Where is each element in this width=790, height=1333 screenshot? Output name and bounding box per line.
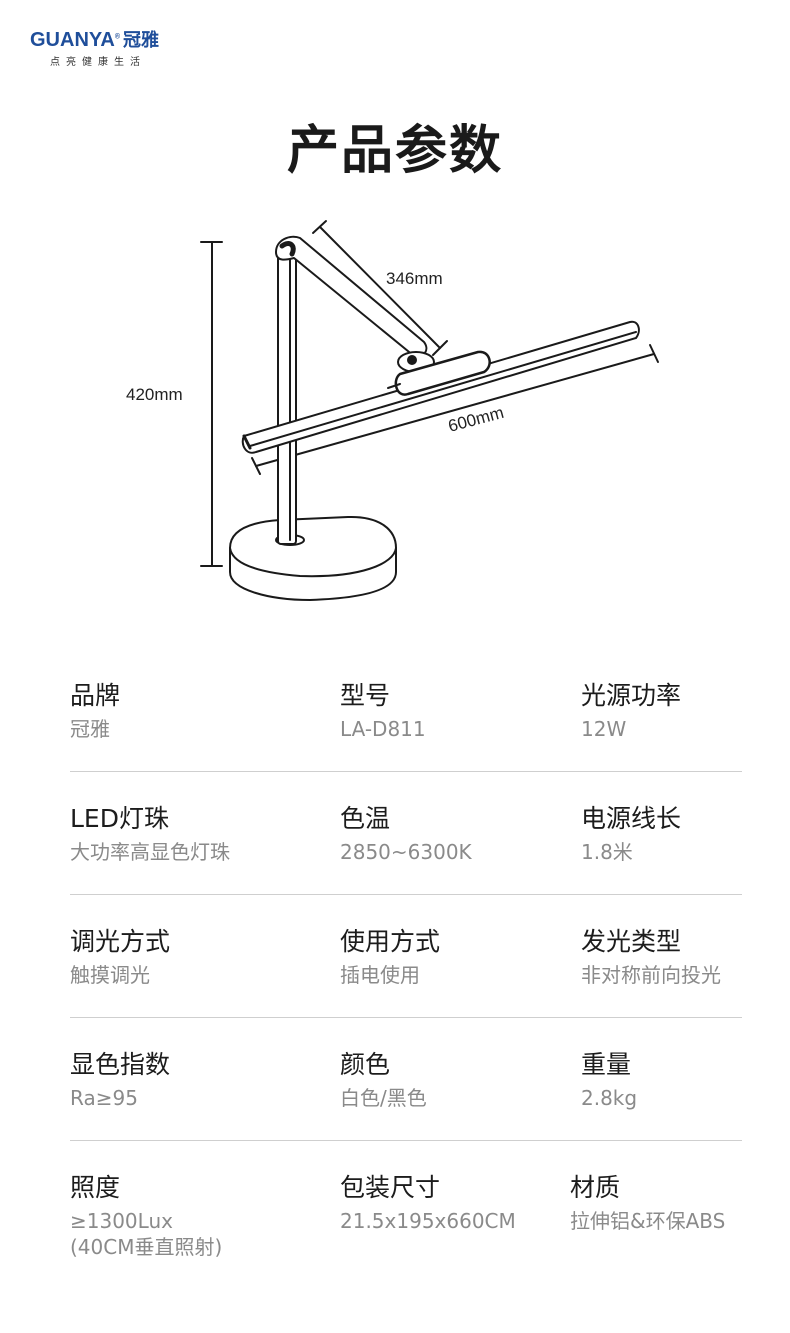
logo-text: GUANYA [30,29,115,51]
spec-label: 调光方式 [70,927,171,956]
spec-value: 2.8kg [581,1086,638,1110]
spec-cell-model: 型号 LA-D811 [340,680,426,742]
spec-label: LED灯珠 [70,804,169,833]
lamp-arm [275,235,428,358]
arm-dimension-line [312,220,448,356]
spec-cell-package-size: 包装尺寸 21.5x195x660CM [340,1172,516,1234]
spec-value: LA-D811 [340,717,426,741]
spec-label: 电源线长 [581,804,682,833]
spec-value: 12W [581,717,627,741]
spec-value: 触摸调光 [70,963,150,987]
spec-cell-led: LED灯珠 大功率高显色灯珠 [70,803,230,865]
spec-value: 大功率高显色灯珠 [70,840,230,864]
lamp-light-bar [241,320,640,454]
spec-cell-color-temp: 色温 2850~6300K [340,803,472,865]
lamp-touch-panel [387,350,491,396]
divider [70,1140,742,1141]
spec-cell-cable: 电源线长 1.8米 [581,803,681,865]
spec-label: 重量 [581,1050,632,1079]
height-dimension-label: 420mm [126,385,183,404]
divider [70,894,742,895]
spec-label: 材质 [570,1173,621,1202]
bar-dimension-line [251,344,659,475]
arm-dimension-label: 346mm [386,269,443,288]
spec-value: Ra≥95 [70,1086,138,1110]
spec-cell-dimming: 调光方式 触摸调光 [70,926,170,988]
spec-label: 色温 [340,804,391,833]
spec-value: 21.5x195x660CM [340,1209,516,1233]
lamp-dimension-diagram: 346mm 420mm 600mm [126,220,659,601]
spec-label: 品牌 [70,681,121,710]
spec-value: 1.8米 [581,840,633,864]
spec-label: 光源功率 [581,681,682,710]
logo-wordmark: GUANYA®冠雅 [30,26,159,52]
spec-label: 照度 [70,1173,121,1202]
spec-value: 非对称前向投光 [581,963,721,987]
divider [70,771,742,772]
spec-cell-cri: 显色指数 Ra≥95 [70,1049,170,1111]
logo-chinese: 冠雅 [123,30,160,51]
spec-label: 发光类型 [581,927,682,956]
spec-cell-usage: 使用方式 插电使用 [340,926,440,988]
spec-cell-power: 光源功率 12W [581,680,681,742]
bar-dimension-label: 600mm [446,403,506,436]
spec-cell-emission: 发光类型 非对称前向投光 [581,926,721,988]
spec-label: 使用方式 [340,927,441,956]
spec-label: 型号 [340,681,391,710]
height-dimension-line [200,241,223,567]
divider [70,1017,742,1018]
spec-value: 插电使用 [340,963,420,987]
spec-value: 2850~6300K [340,840,472,864]
spec-label: 颜色 [340,1050,391,1079]
page-title: 产品参数 [286,121,503,181]
spec-label: 显色指数 [70,1050,171,1079]
spec-cell-color: 颜色 白色/黑色 [340,1049,427,1111]
spec-cell-brand: 品牌 冠雅 [70,680,120,742]
spec-cell-material: 材质 拉伸铝&环保ABS [570,1172,725,1234]
spec-label: 包装尺寸 [340,1173,441,1202]
spec-value: 白色/黑色 [340,1086,427,1110]
logo-registered-mark: ® [114,33,121,41]
spec-cell-weight: 重量 2.8kg [581,1049,637,1111]
lamp-pole [277,243,297,545]
brand-tagline: 点亮健康生活 [50,57,146,68]
spec-value: 冠雅 [70,717,110,741]
spec-value: ≥1300Lux [70,1209,173,1233]
brand-logo: GUANYA®冠雅 点亮健康生活 [30,26,190,70]
lamp-base [229,515,397,601]
spec-value: 拉伸铝&环保ABS [570,1209,726,1233]
spec-cell-illuminance: 照度 ≥1300Lux (40CM垂直照射) [70,1172,222,1260]
spec-value-note: (40CM垂直照射) [70,1235,223,1259]
